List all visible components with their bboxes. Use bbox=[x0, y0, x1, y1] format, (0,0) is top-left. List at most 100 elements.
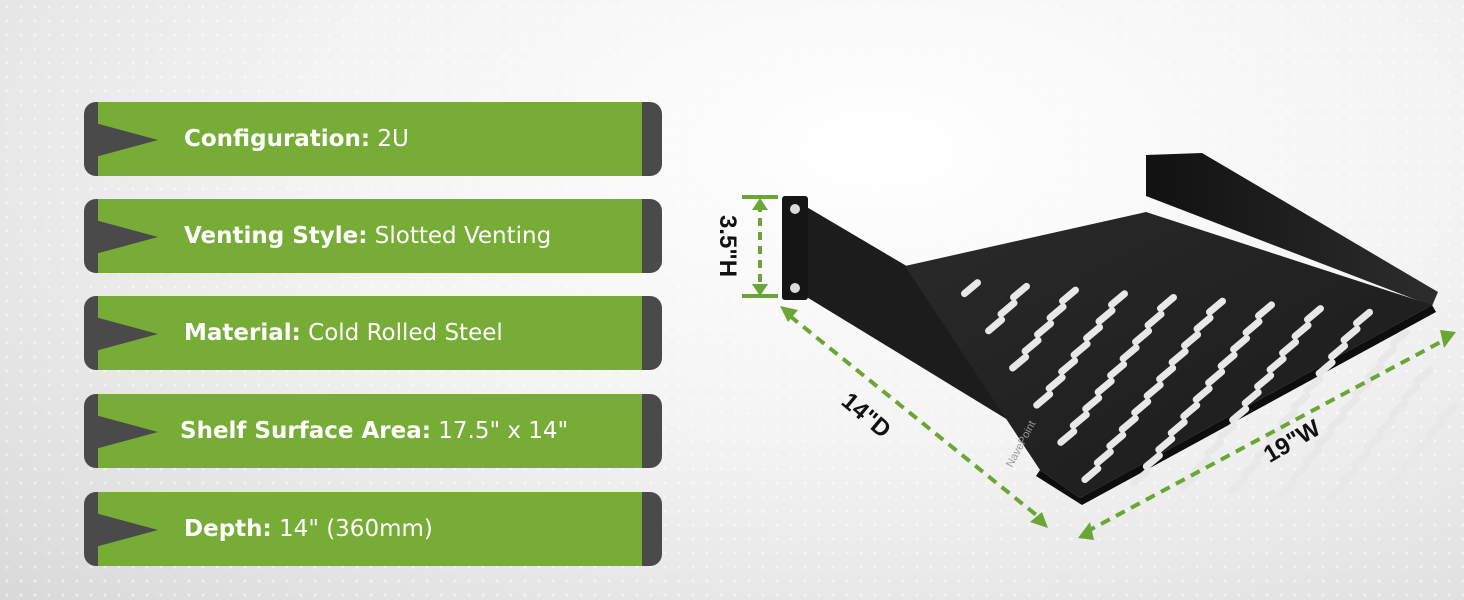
vent-slot bbox=[1266, 355, 1287, 374]
vent-slot bbox=[1034, 320, 1055, 338]
vent-slot bbox=[1131, 398, 1152, 417]
spec-value: Slotted Venting bbox=[374, 223, 552, 249]
spec-label: Configuration: bbox=[184, 126, 371, 152]
vent-slot bbox=[1144, 310, 1165, 329]
vent-slot bbox=[1132, 327, 1153, 346]
height-dimension-label: 3.5"H bbox=[714, 214, 742, 278]
vent-slot bbox=[1229, 405, 1250, 424]
shelf-back-wall bbox=[1146, 153, 1438, 306]
vent-slot bbox=[1217, 351, 1238, 370]
vent-slot bbox=[1437, 403, 1458, 422]
vent-slot bbox=[1230, 334, 1251, 353]
spec-text: Shelf Surface Area: 17.5" x 14" bbox=[180, 394, 568, 468]
vent-slot bbox=[1376, 416, 1397, 435]
vent-slot bbox=[1389, 329, 1410, 348]
vent-slot bbox=[1119, 344, 1140, 363]
vent-slot bbox=[1352, 379, 1373, 398]
dimension-width bbox=[1078, 330, 1456, 540]
vent-slot bbox=[1106, 431, 1127, 450]
vent-slot bbox=[1265, 425, 1286, 444]
shelf-floor bbox=[905, 212, 1432, 498]
vent-slot bbox=[1352, 308, 1374, 327]
vent-slot bbox=[1168, 347, 1189, 366]
spec-value: Cold Rolled Steel bbox=[308, 320, 503, 346]
vent-slot bbox=[1254, 301, 1276, 320]
spec-label: Venting Style: bbox=[184, 223, 368, 249]
vent-slot bbox=[1289, 463, 1310, 482]
vent-slot bbox=[1118, 414, 1139, 433]
vent-slot bbox=[1315, 359, 1336, 377]
vent-slot bbox=[1277, 479, 1298, 498]
vent-slot bbox=[1425, 420, 1446, 439]
vent-slot bbox=[985, 316, 1006, 335]
vent-slot bbox=[1179, 472, 1200, 491]
spec-text: Venting Style: Slotted Venting bbox=[184, 199, 551, 273]
vent-slot bbox=[1240, 459, 1261, 478]
vent-slot bbox=[1328, 342, 1349, 361]
spec-text: Configuration: 2U bbox=[184, 102, 409, 176]
vent-slot bbox=[1191, 455, 1212, 474]
vent-slot bbox=[1205, 297, 1227, 316]
vent-slot bbox=[1069, 411, 1090, 430]
spec-value: 2U bbox=[377, 126, 409, 152]
spec-banner-material: Material: Cold Rolled Steel bbox=[84, 296, 662, 370]
vent-slot bbox=[1130, 468, 1151, 487]
vent-slot bbox=[1107, 360, 1128, 379]
vent-slot bbox=[1058, 286, 1080, 305]
spec-banner-venting-style: Venting Style: Slotted Venting bbox=[84, 199, 662, 273]
vent-slot bbox=[1057, 427, 1078, 446]
mount-ear bbox=[782, 196, 808, 300]
vent-slot bbox=[1303, 375, 1324, 394]
vent-slot bbox=[1009, 282, 1031, 301]
vent-slot bbox=[1180, 401, 1201, 420]
vent-slot bbox=[1242, 318, 1263, 337]
vent-slot bbox=[1070, 340, 1091, 359]
vent-slot bbox=[1193, 314, 1214, 333]
vent-slot bbox=[1058, 357, 1079, 376]
vent-slot bbox=[1314, 429, 1335, 448]
vent-slot bbox=[1436, 474, 1457, 493]
vent-slot bbox=[1291, 321, 1312, 340]
vent-slot bbox=[1400, 453, 1421, 472]
vent-slot bbox=[1387, 470, 1408, 489]
vent-slot bbox=[1302, 446, 1323, 465]
vent-slot bbox=[1241, 388, 1262, 407]
vent-slot bbox=[1033, 390, 1054, 409]
vent-slot bbox=[1155, 435, 1176, 454]
vent-slot bbox=[1351, 450, 1372, 469]
vent-slot bbox=[1388, 399, 1409, 418]
vent-slot bbox=[1327, 412, 1348, 431]
vent-slot bbox=[1046, 303, 1067, 322]
vent-slot bbox=[1461, 440, 1464, 459]
vent-slot bbox=[1093, 448, 1114, 467]
spec-banner-surface-area: Shelf Surface Area: 17.5" x 14" bbox=[84, 394, 662, 468]
vent-slot bbox=[1228, 476, 1249, 495]
vent-slot bbox=[1083, 323, 1104, 342]
vent-slot bbox=[1107, 290, 1129, 309]
vent-slot bbox=[1326, 483, 1347, 502]
vent-slot bbox=[1338, 466, 1359, 485]
vent-slot bbox=[1254, 372, 1275, 390]
spec-label: Material: bbox=[184, 320, 301, 346]
vent-slot bbox=[1192, 385, 1213, 404]
dimension-depth bbox=[780, 306, 1048, 528]
vent-slot bbox=[1082, 394, 1103, 413]
vent-slot bbox=[1156, 293, 1178, 312]
vent-slot bbox=[1205, 368, 1226, 387]
vent-slot bbox=[1363, 433, 1384, 452]
vent-slot bbox=[1449, 457, 1464, 476]
vent-slot bbox=[1340, 325, 1361, 344]
vent-slot bbox=[1095, 307, 1116, 325]
vent-slot bbox=[1278, 409, 1299, 428]
vent-slot bbox=[1339, 396, 1360, 415]
vent-slot bbox=[1401, 383, 1422, 402]
vent-slot bbox=[1364, 362, 1385, 381]
vent-slot bbox=[1021, 336, 1042, 355]
vent-slot bbox=[1167, 418, 1188, 437]
spec-text: Material: Cold Rolled Steel bbox=[184, 296, 503, 370]
vent-slot bbox=[1204, 439, 1225, 457]
spec-value: 17.5" x 14" bbox=[438, 418, 569, 444]
vent-slots bbox=[960, 279, 1464, 509]
vent-slot bbox=[1375, 487, 1396, 506]
